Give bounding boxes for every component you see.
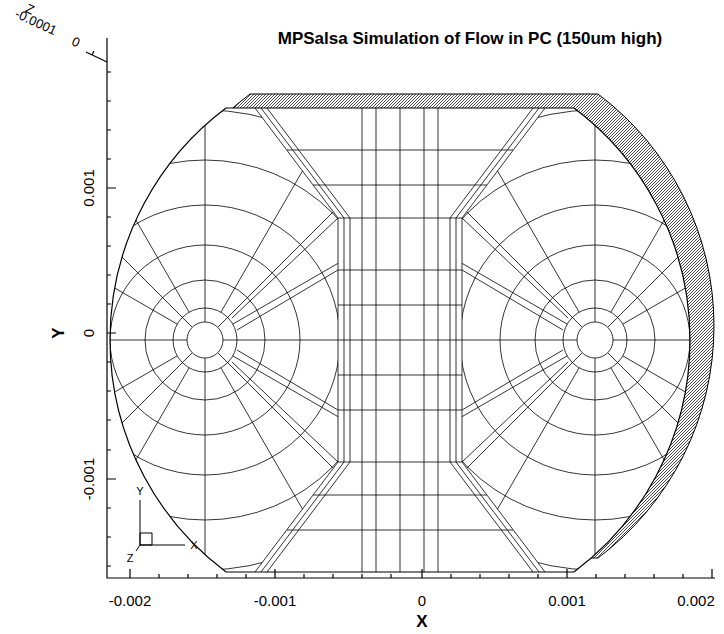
x-axis-title: X <box>416 613 427 630</box>
triad-label: X <box>190 540 197 551</box>
triad-label: Y <box>136 486 143 497</box>
y-tick-label: 0.001 <box>81 169 96 207</box>
z-tick-label: -0.0001 <box>13 7 58 37</box>
chart-title: MPSalsa Simulation of Flow in PC (150um … <box>278 30 662 47</box>
y-axis-title: Y <box>50 327 67 338</box>
triad-label: Z <box>127 553 134 564</box>
z-tick-label: 0 <box>70 35 82 50</box>
hole-fan <box>190 218 610 462</box>
x-tick-label: 0.002 <box>677 593 715 608</box>
y-tick-label: -0.001 <box>81 458 96 501</box>
holes <box>173 308 627 372</box>
mesh <box>0 40 724 634</box>
axis-triad <box>136 500 185 551</box>
front-face <box>110 108 690 572</box>
axes <box>86 38 715 578</box>
x-tick-label: -0.002 <box>109 593 152 608</box>
x-tick-label: -0.001 <box>254 593 297 608</box>
y-tick-label: 0 <box>81 329 96 337</box>
x-tick-label: 0 <box>418 593 426 608</box>
x-tick-label: 0.001 <box>548 593 586 608</box>
right-mesh <box>335 40 724 634</box>
left-mesh <box>0 40 465 634</box>
